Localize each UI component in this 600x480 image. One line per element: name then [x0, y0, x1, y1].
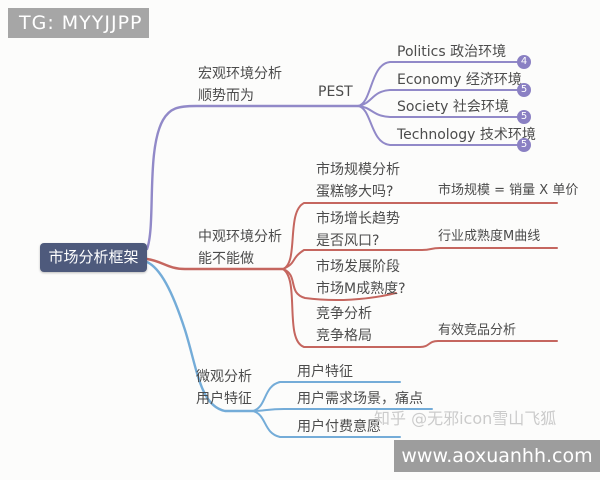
- branch-meso-tagline: 能不能做: [198, 251, 254, 267]
- branch-meso-title: 中观环境分析: [198, 229, 282, 245]
- node-market-size-title: 市场规模分析: [316, 162, 400, 178]
- node-competition[interactable]: 竞争分析 竞争格局: [316, 303, 372, 347]
- node-society[interactable]: Society 社会环境: [397, 99, 509, 115]
- node-dev-stage-question: 市场M成熟度?: [316, 281, 406, 297]
- node-user-profile[interactable]: 用户特征: [297, 364, 353, 380]
- badge-society-count[interactable]: 5: [517, 110, 531, 124]
- tg-watermark: TG: MYYJJPP: [8, 8, 149, 38]
- branch-macro-tagline: 顺势而为: [198, 88, 254, 104]
- node-technology[interactable]: Technology 技术环境: [397, 127, 536, 143]
- node-dev-stage[interactable]: 市场发展阶段 市场M成熟度?: [316, 256, 406, 300]
- node-user-willingness[interactable]: 用户付费意愿: [297, 419, 381, 435]
- badge-technology-count[interactable]: 5: [517, 138, 531, 152]
- node-dev-stage-title: 市场发展阶段: [316, 259, 400, 275]
- root-node[interactable]: 市场分析框架: [40, 243, 147, 272]
- branch-micro-title: 微观分析: [196, 369, 252, 385]
- node-economy[interactable]: Economy 经济环境: [397, 72, 522, 88]
- node-market-size-question: 蛋糕够大吗?: [316, 184, 394, 200]
- leaf-market-size-formula[interactable]: 市场规模 = 销量 X 单价: [438, 183, 579, 198]
- zhihu-watermark: 知乎 @无邪icon雪山飞狐: [374, 409, 557, 428]
- leaf-competitor-analysis[interactable]: 有效竞品分析: [438, 323, 517, 338]
- node-growth-trend-title: 市场增长趋势: [316, 211, 400, 227]
- badge-politics-count[interactable]: 4: [517, 55, 531, 69]
- node-competition-title: 竞争分析: [316, 306, 372, 322]
- node-competition-question: 竞争格局: [316, 328, 372, 344]
- site-watermark: www.aoxuanhh.com: [394, 440, 600, 472]
- node-politics[interactable]: Politics 政治环境: [397, 44, 507, 60]
- branch-macro-node[interactable]: 宏观环境分析 顺势而为: [198, 63, 282, 107]
- badge-economy-count[interactable]: 5: [517, 83, 531, 97]
- leaf-maturity-curve[interactable]: 行业成熟度M曲线: [438, 229, 541, 244]
- branch-meso-node[interactable]: 中观环境分析 能不能做: [198, 226, 282, 270]
- branch-macro-title: 宏观环境分析: [198, 66, 282, 82]
- branch-micro-tagline: 用户特征: [196, 391, 252, 407]
- node-market-size[interactable]: 市场规模分析 蛋糕够大吗?: [316, 159, 400, 203]
- branch-micro-node[interactable]: 微观分析 用户特征: [196, 366, 252, 410]
- pest-hub-node[interactable]: PEST: [318, 84, 353, 100]
- node-user-needs[interactable]: 用户需求场景，痛点: [297, 391, 423, 407]
- node-growth-trend-question: 是否风口?: [316, 233, 380, 249]
- node-growth-trend[interactable]: 市场增长趋势 是否风口?: [316, 208, 400, 252]
